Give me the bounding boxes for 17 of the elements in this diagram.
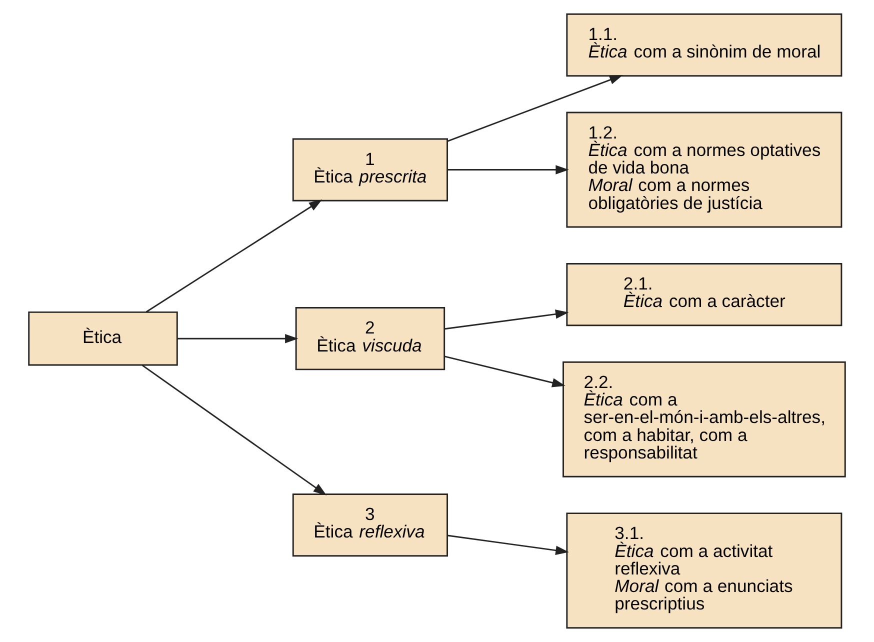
arrow xyxy=(448,534,569,555)
node-box: 1.1. Ètica com a sinònim de moral xyxy=(566,13,842,77)
arrow xyxy=(177,334,298,344)
node-box: 2 Ètica viscuda xyxy=(295,307,446,370)
arrow xyxy=(142,364,327,496)
arrow xyxy=(448,165,569,174)
node-box: 2.2. Ètica com a ser-en-el-món-i-amb-els-altres, com a habitar, com a responsabilitat xyxy=(562,361,846,478)
arrow xyxy=(444,310,569,330)
node-box: 3 Ètica reflexiva xyxy=(292,494,448,557)
node-box: Ètica xyxy=(28,311,178,366)
node-box: 1.2. Ètica com a normes optatives de vida bona Moral com a normes obligatòries de justícia xyxy=(566,112,842,228)
node-box: 1 Ètica prescrita xyxy=(292,138,448,202)
arrow xyxy=(146,200,322,312)
arrow xyxy=(444,356,566,388)
node-box: 2.1. Ètica com a caràcter xyxy=(566,263,842,326)
node-box: 3.1. Ètica com a activitat reflexiva Moral com a enunciats prescriptius xyxy=(566,512,842,629)
arrow xyxy=(447,75,623,142)
